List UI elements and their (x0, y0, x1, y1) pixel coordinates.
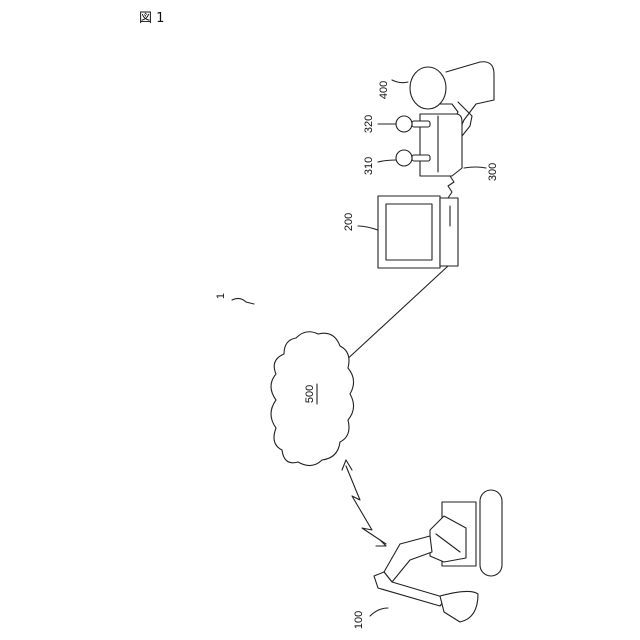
lever-310-knob (396, 150, 412, 166)
device-cable (448, 176, 454, 198)
leader-system (232, 298, 254, 304)
leader-operator (392, 80, 408, 83)
label-network: 500 (304, 385, 316, 403)
wired-connection (342, 266, 448, 364)
label-lever-1: 310 (363, 157, 375, 175)
leader-operating-device (464, 167, 486, 168)
machine-arm (374, 572, 446, 606)
label-operating-device: 300 (487, 163, 499, 181)
label-system: 1 (215, 293, 227, 299)
work-machine (374, 490, 502, 622)
terminal-monitor (378, 196, 458, 268)
leader-lever-1 (378, 160, 396, 162)
lever-310-shaft (412, 155, 430, 161)
leader-terminal (358, 226, 378, 230)
leader-work-machine (370, 608, 388, 616)
machine-crawler (480, 490, 502, 576)
operating-device (396, 114, 462, 176)
machine-bucket (440, 591, 478, 622)
label-operator: 400 (378, 81, 390, 99)
wireless-link (346, 466, 386, 544)
label-terminal: 200 (343, 213, 355, 231)
lever-320-knob (396, 116, 412, 132)
label-work-machine: 100 (353, 611, 365, 629)
monitor-stand (440, 198, 458, 266)
machine-boom (384, 536, 432, 582)
lever-320-shaft (412, 121, 430, 127)
label-lever-2: 320 (363, 115, 375, 133)
operator-head (410, 67, 446, 109)
monitor-housing (378, 196, 440, 268)
